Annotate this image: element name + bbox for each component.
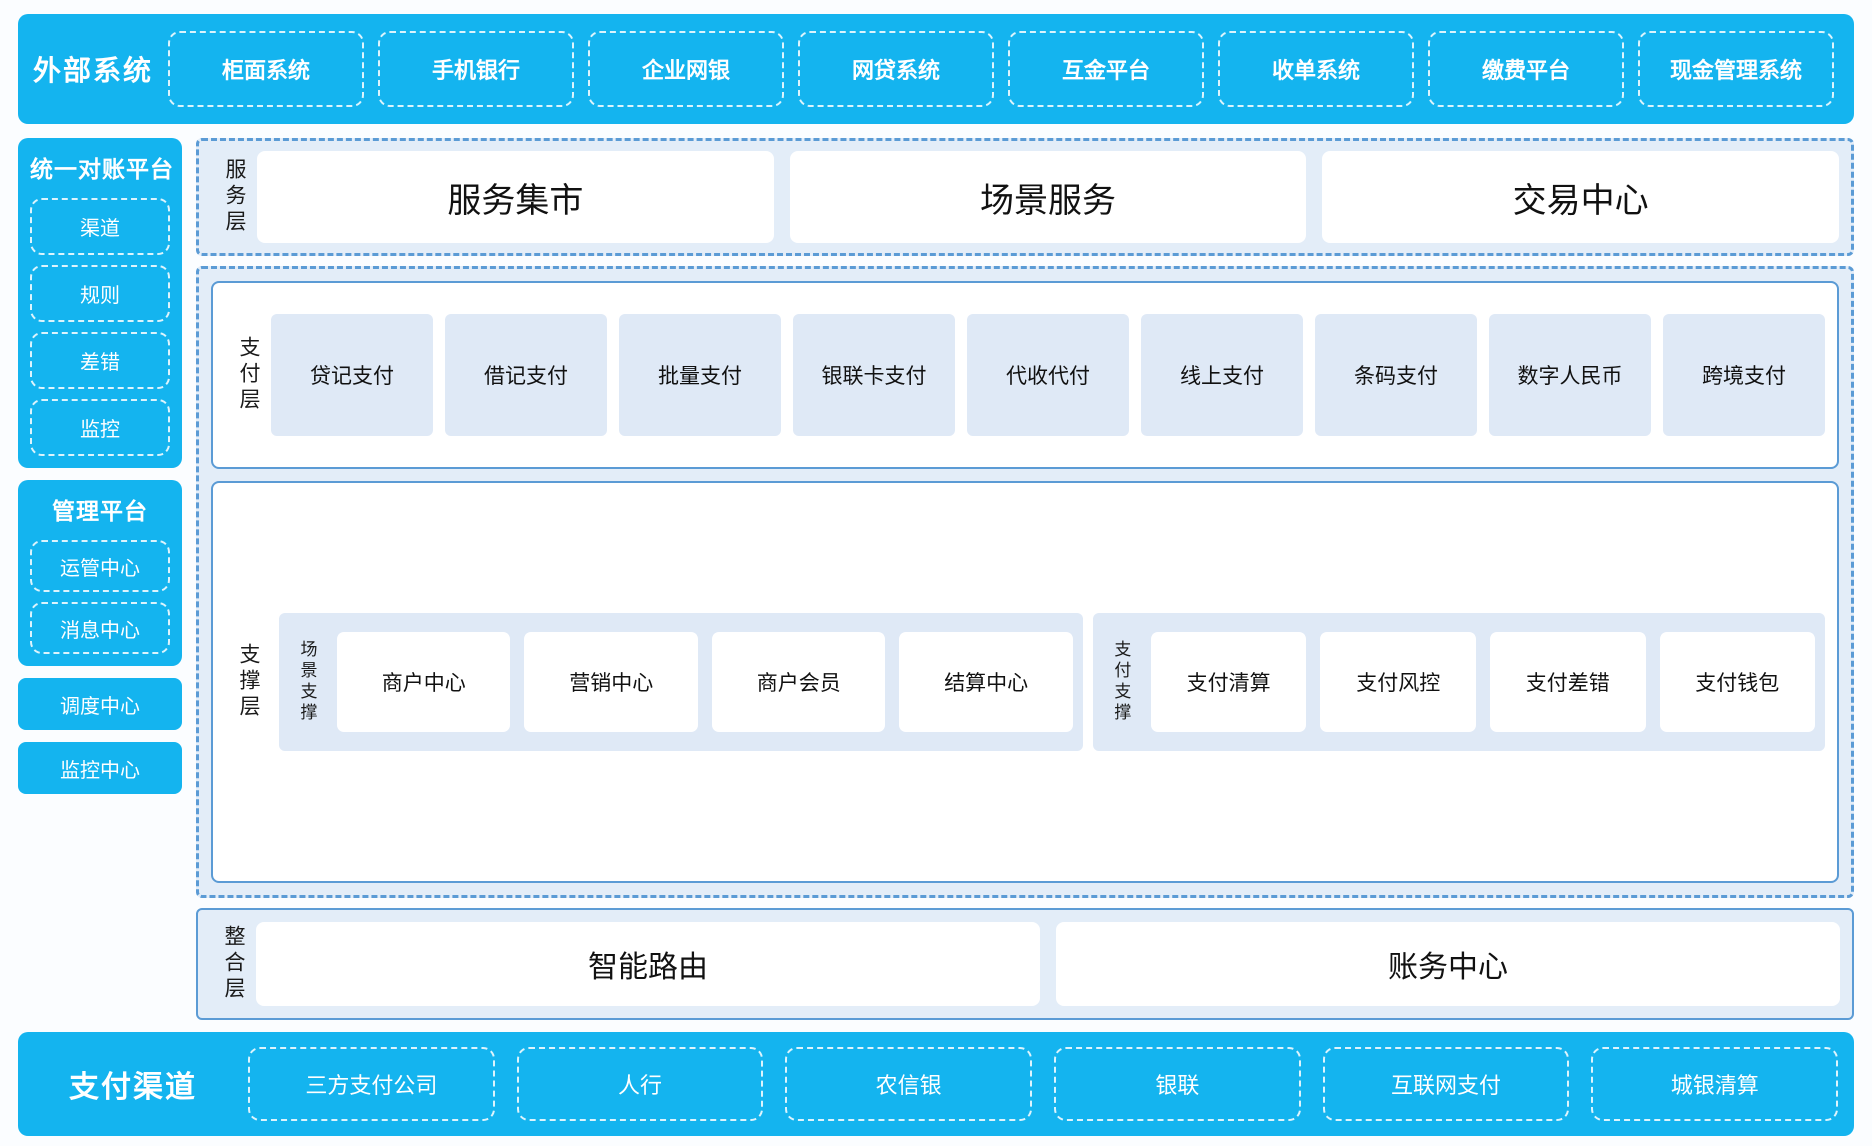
support-layer-groups: 场景支撑 商户中心 营销中心 商户会员 结算中心 支付支撑 支付清算 — [279, 613, 1825, 751]
support-layer-section: 支撑层 场景支撑 商户中心 营销中心 商户会员 结算中心 — [211, 481, 1839, 883]
management-platform-title: 管理平台 — [52, 498, 148, 524]
service-layer-section: 服务层 服务集市 场景服务 交易中心 — [196, 138, 1854, 256]
payment-tile-cross-border[interactable]: 跨境支付 — [1663, 314, 1825, 436]
payment-channel-chip[interactable]: 银联 — [1054, 1047, 1301, 1121]
management-item-operations-center[interactable]: 运管中心 — [30, 540, 170, 592]
scene-support-group: 场景支撑 商户中心 营销中心 商户会员 结算中心 — [279, 613, 1083, 751]
service-layer-label: 服务层 — [223, 158, 246, 236]
payment-support-card-clearing[interactable]: 支付清算 — [1150, 632, 1307, 732]
management-platform-panel: 管理平台 运管中心 消息中心 — [18, 480, 182, 666]
service-card-transaction-center[interactable]: 交易中心 — [1322, 151, 1840, 243]
external-system-chip[interactable]: 现金管理系统 — [1638, 31, 1834, 107]
payment-layer-label: 支付层 — [237, 336, 260, 414]
payment-channel-chip[interactable]: 城银清算 — [1591, 1047, 1839, 1121]
external-system-chip[interactable]: 网贷系统 — [798, 31, 994, 107]
scene-support-card-list: 商户中心 营销中心 商户会员 结算中心 — [337, 632, 1073, 732]
external-system-chip[interactable]: 手机银行 — [378, 31, 574, 107]
payment-tile-digital-rmb[interactable]: 数字人民币 — [1489, 314, 1651, 436]
integration-layer-section: 整合层 智能路由 账务中心 — [196, 908, 1854, 1020]
integration-card-smart-routing[interactable]: 智能路由 — [256, 922, 1040, 1006]
external-system-chip[interactable]: 柜面系统 — [168, 31, 364, 107]
payment-support-card-error[interactable]: 支付差错 — [1489, 632, 1646, 732]
payment-channel-bar: 支付渠道 三方支付公司 人行 农信银 银联 互联网支付 城银清算 — [18, 1032, 1854, 1136]
payment-channel-chip[interactable]: 三方支付公司 — [248, 1047, 495, 1121]
scene-card-settlement-center[interactable]: 结算中心 — [899, 632, 1073, 732]
payment-tile-batch[interactable]: 批量支付 — [619, 314, 781, 436]
core-platform-section: 支付层 贷记支付 借记支付 批量支付 银联卡支付 代收代付 线上支付 条码支付 … — [196, 266, 1854, 898]
reconciliation-item-rule[interactable]: 规则 — [30, 265, 170, 322]
payment-support-group: 支付支撑 支付清算 支付风控 支付差错 支付钱包 — [1092, 613, 1825, 751]
service-layer-card-list: 服务集市 场景服务 交易中心 — [257, 151, 1840, 243]
external-system-chip[interactable]: 互金平台 — [1008, 31, 1204, 107]
payment-channel-chip[interactable]: 互联网支付 — [1322, 1047, 1570, 1121]
payment-support-label: 支付支撑 — [1111, 640, 1131, 724]
payment-channel-chip[interactable]: 农信银 — [785, 1047, 1033, 1121]
payment-tile-online[interactable]: 线上支付 — [1141, 314, 1303, 436]
reconciliation-item-error[interactable]: 差错 — [30, 332, 170, 389]
payment-channel-title: 支付渠道 — [69, 1071, 197, 1104]
right-column: 服务层 服务集市 场景服务 交易中心 支付层 贷记支付 借记支付 批量支付 银联… — [196, 138, 1854, 1020]
external-systems-title: 外部系统 — [32, 55, 153, 86]
payment-channel-chip-list: 三方支付公司 人行 农信银 银联 互联网支付 城银清算 — [248, 1047, 1854, 1121]
payment-layer-section: 支付层 贷记支付 借记支付 批量支付 银联卡支付 代收代付 线上支付 条码支付 … — [211, 281, 1839, 469]
integration-layer-card-list: 智能路由 账务中心 — [256, 922, 1840, 1006]
left-column: 统一对账平台 渠道 规则 差错 监控 管理平台 运管中心 消息中心 调度中心 监… — [18, 138, 182, 1020]
external-system-chip[interactable]: 缴费平台 — [1428, 31, 1624, 107]
scheduling-center-chip[interactable]: 调度中心 — [18, 678, 182, 730]
payment-support-card-list: 支付清算 支付风控 支付差错 支付钱包 — [1150, 632, 1816, 732]
payment-support-card-risk-control[interactable]: 支付风控 — [1320, 632, 1476, 732]
reconciliation-platform-title: 统一对账平台 — [30, 156, 174, 182]
payment-tile-unionpay-card[interactable]: 银联卡支付 — [793, 314, 955, 436]
middle-region: 统一对账平台 渠道 规则 差错 监控 管理平台 运管中心 消息中心 调度中心 监… — [18, 138, 1854, 1020]
service-card-scenario[interactable]: 场景服务 — [789, 151, 1307, 243]
payment-tile-credit[interactable]: 贷记支付 — [271, 314, 433, 436]
payment-channel-chip[interactable]: 人行 — [516, 1047, 764, 1121]
payment-tile-debit[interactable]: 借记支付 — [445, 314, 607, 436]
scene-card-marketing-center[interactable]: 营销中心 — [524, 632, 698, 732]
external-system-chip[interactable]: 收单系统 — [1218, 31, 1414, 107]
external-system-chip[interactable]: 企业网银 — [588, 31, 784, 107]
payment-tile-collection-payment[interactable]: 代收代付 — [967, 314, 1129, 436]
service-card-market[interactable]: 服务集市 — [257, 151, 774, 243]
reconciliation-item-monitor[interactable]: 监控 — [30, 399, 170, 456]
management-item-message-center[interactable]: 消息中心 — [30, 602, 170, 654]
scene-support-label: 场景支撑 — [297, 640, 317, 724]
scene-card-merchant-member[interactable]: 商户会员 — [711, 632, 886, 732]
external-systems-bar: 外部系统 柜面系统 手机银行 企业网银 网贷系统 互金平台 收单系统 缴费平台 … — [18, 14, 1854, 124]
reconciliation-platform-panel: 统一对账平台 渠道 规则 差错 监控 — [18, 138, 182, 468]
payment-support-card-wallet[interactable]: 支付钱包 — [1659, 632, 1816, 732]
reconciliation-item-channel[interactable]: 渠道 — [30, 198, 170, 255]
integration-card-accounting-center[interactable]: 账务中心 — [1056, 922, 1840, 1006]
integration-layer-label: 整合层 — [222, 925, 245, 1003]
payment-tile-barcode[interactable]: 条码支付 — [1315, 314, 1477, 436]
external-systems-chip-list: 柜面系统 手机银行 企业网银 网贷系统 互金平台 收单系统 缴费平台 现金管理系… — [168, 31, 1838, 107]
support-layer-label: 支撑层 — [237, 643, 260, 721]
scene-card-merchant-center[interactable]: 商户中心 — [337, 632, 511, 732]
payment-layer-tile-list: 贷记支付 借记支付 批量支付 银联卡支付 代收代付 线上支付 条码支付 数字人民… — [271, 314, 1825, 436]
monitoring-center-chip[interactable]: 监控中心 — [18, 742, 182, 794]
